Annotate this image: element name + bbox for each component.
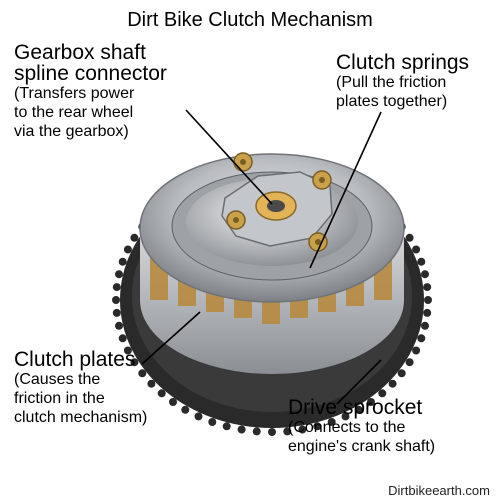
leader-lines	[141, 109, 382, 405]
diagram-title: Dirt Bike Clutch Mechanism	[127, 9, 373, 31]
sprocket-tooth	[181, 405, 190, 414]
sprocket-tooth	[341, 412, 350, 421]
callout-sprocket-description: (Connects to the engine's crank shaft)	[288, 419, 436, 455]
sprocket-tooth	[313, 422, 322, 431]
sprocket-tooth	[405, 233, 414, 242]
leader-line-springs	[309, 111, 382, 269]
sprocket-tooth	[388, 379, 397, 388]
sprocket-tooth	[423, 308, 432, 317]
sprocket-tooth	[424, 296, 432, 304]
sprocket-tooth	[138, 369, 147, 378]
callout-clutch-plates: Clutch plates (Causes the friction in th…	[14, 349, 147, 427]
sprocket-tooth	[123, 346, 132, 355]
sprocket-tooth	[169, 398, 177, 406]
sprocket-tooth	[417, 334, 426, 343]
callout-plates-description: (Causes the friction in the clutch mecha…	[14, 371, 148, 426]
sprocket-tooth	[112, 308, 121, 317]
callout-sprocket-heading: Drive sprocket	[288, 396, 423, 419]
sprocket-tooth	[130, 358, 139, 367]
callout-gearbox-heading: Gearbox shaft spline connector	[14, 41, 167, 85]
sprocket-tooth	[115, 321, 123, 330]
sprocket-tooth	[378, 389, 387, 398]
sprocket-tooth	[298, 425, 307, 434]
sprocket-tooth	[115, 270, 123, 279]
sprocket-tooth	[327, 418, 336, 426]
bolt-icon	[308, 232, 328, 252]
sprocket-tooth	[130, 233, 139, 242]
callout-springs-description: (Pull the friction plates together)	[336, 74, 448, 110]
leader-line-gearbox	[185, 109, 273, 205]
leader-line-sprocket	[336, 359, 382, 405]
sprocket-tooth	[412, 245, 421, 254]
callout-drive-sprocket: Drive sprocket (Connects to the engine's…	[288, 397, 435, 456]
sprocket-tooth	[421, 270, 429, 279]
sprocket-tooth	[354, 405, 363, 414]
sprocket-tooth	[157, 389, 166, 398]
sprocket-tooth	[208, 418, 217, 426]
sprocket-tooth	[123, 245, 132, 254]
callout-springs-heading: Clutch springs	[336, 51, 470, 74]
bolt-icon	[226, 210, 246, 230]
sprocket-tooth	[367, 398, 375, 406]
callout-gearbox-shaft: Gearbox shaft spline connector (Transfer…	[14, 42, 167, 141]
sprocket-tooth	[412, 346, 421, 355]
sprocket-tooth	[222, 422, 231, 431]
bolt-icon	[233, 152, 253, 172]
bolt-icon	[312, 170, 332, 190]
sprocket-tooth	[397, 369, 406, 378]
callout-clutch-springs: Clutch springs (Pull the friction plates…	[336, 52, 469, 111]
sprocket-tooth	[147, 379, 156, 388]
sprocket-tooth	[421, 321, 429, 330]
sprocket-tooth	[423, 283, 432, 292]
sprocket-tooth	[112, 283, 121, 292]
callout-plates-heading: Clutch plates	[14, 348, 136, 371]
leader-line-plates	[141, 311, 201, 365]
sprocket-tooth	[237, 425, 246, 434]
sprocket-tooth	[417, 257, 426, 266]
sprocket-tooth	[194, 412, 203, 421]
callout-gearbox-description: (Transfers power to the rear wheel via t…	[14, 85, 135, 140]
sprocket-tooth	[252, 427, 261, 436]
sprocket-tooth	[283, 427, 292, 436]
sprocket-tooth	[112, 296, 120, 304]
sprocket-tooth	[405, 358, 414, 367]
sprocket-tooth	[118, 257, 127, 266]
clutch-springs	[226, 152, 332, 252]
sprocket-tooth	[268, 428, 276, 436]
sprocket-tooth	[118, 334, 127, 343]
site-credit: Dirtbikeearth.com	[388, 483, 490, 498]
